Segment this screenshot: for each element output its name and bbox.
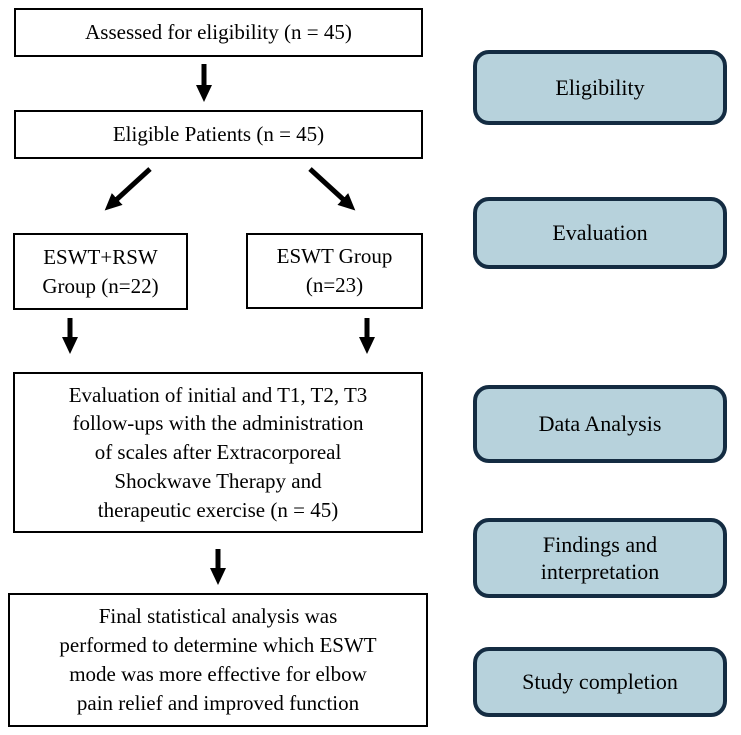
stage-findings-interpretation: Findings and interpretation [473,518,727,598]
node-text-line: Assessed for eligibility (n = 45) [85,20,352,45]
stage-evaluation: Evaluation [473,197,727,269]
node-text-line: Evaluation of initial and T1, T2, T3 [68,382,368,407]
arrow-eligible-to-group-a [104,167,152,211]
stage-label: Eligibility [555,74,645,100]
stage-label: Findings and [542,531,658,557]
stage-data-analysis: Data Analysis [473,385,727,463]
stage-label: Study completion [522,669,678,695]
node-text-line: performed to determine which ESWT [59,633,377,658]
stage-label: interpretation [540,559,660,584]
node-eligible-patients: Eligible Patients (n = 45) [14,110,423,159]
node-text-line: ESWT+RSW [43,244,158,269]
node-text-line: Eligible Patients (n = 45) [112,122,325,147]
node-text-line: Final statistical analysis was [98,604,338,629]
stage-eligibility: Eligibility [473,50,727,125]
stage-label: Data Analysis [538,411,662,437]
node-text-line: Group (n=22) [42,273,159,298]
node-eswt-rsw-group: ESWT+RSW Group (n=22) [13,233,188,310]
node-text-line: ESWT Group [276,244,393,269]
node-text-line: of scales after Extracorporeal [94,440,342,465]
node-evaluation-followups: Evaluation of initial and T1, T2, T3 fol… [13,372,423,533]
node-text-line: therapeutic exercise (n = 45) [97,497,339,522]
node-eswt-group: ESWT Group (n=23) [246,233,423,309]
node-text-line: (n=23) [305,273,364,297]
node-text-line: follow-ups with the administration [72,411,364,436]
arrow-eligible-to-group-b [308,167,356,211]
stage-study-completion: Study completion [473,647,727,717]
node-text-line: pain relief and improved function [76,690,360,715]
node-assessed-eligibility: Assessed for eligibility (n = 45) [14,8,423,57]
node-final-analysis: Final statistical analysis was performed… [8,593,428,727]
stage-label: Evaluation [552,220,648,246]
node-text-line: Shockwave Therapy and [114,468,322,493]
node-text-line: mode was more effective for elbow [69,662,367,686]
